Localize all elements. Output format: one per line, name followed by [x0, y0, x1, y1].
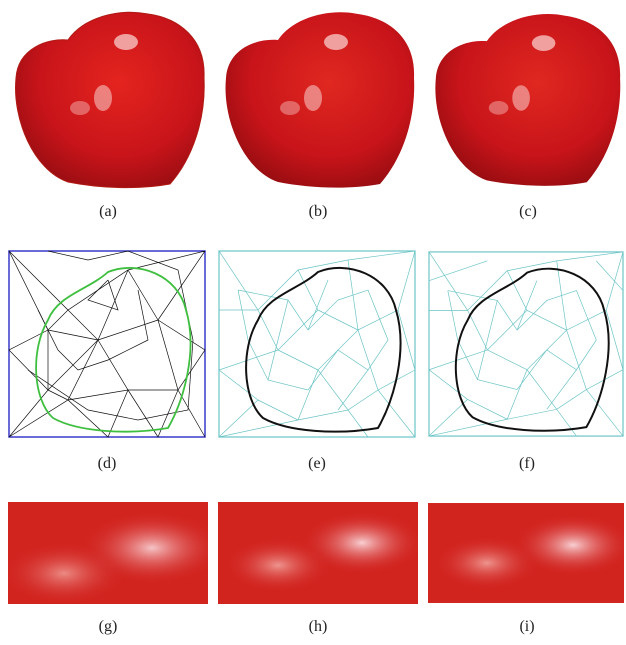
panel-h	[218, 502, 418, 604]
zoom-crop-h	[218, 502, 418, 604]
caption-i: (i)	[497, 618, 557, 636]
caption-d: (d)	[77, 455, 137, 473]
mesh-image-f	[428, 250, 624, 438]
tomato-image-c	[428, 8, 624, 190]
panel-i	[428, 502, 624, 604]
panel-e	[218, 250, 416, 438]
mesh-image-e	[218, 250, 416, 438]
caption-g: (g)	[78, 618, 138, 636]
caption-c: (c)	[498, 203, 558, 221]
caption-f: (f)	[497, 455, 557, 473]
zoom-crop-g	[8, 502, 208, 604]
tomato-image-a	[8, 8, 208, 190]
mesh-image-d	[8, 250, 206, 438]
tomato-image-b	[218, 8, 418, 190]
zoom-crop-i	[428, 502, 624, 604]
panel-g	[8, 502, 208, 604]
caption-b: (b)	[288, 203, 348, 221]
panel-b	[218, 8, 418, 190]
caption-e: (e)	[287, 455, 347, 473]
caption-h: (h)	[288, 618, 348, 636]
panel-d	[8, 250, 206, 438]
panel-c	[428, 8, 626, 190]
panel-f	[428, 250, 624, 438]
caption-a: (a)	[78, 203, 138, 221]
panel-a	[8, 8, 208, 190]
